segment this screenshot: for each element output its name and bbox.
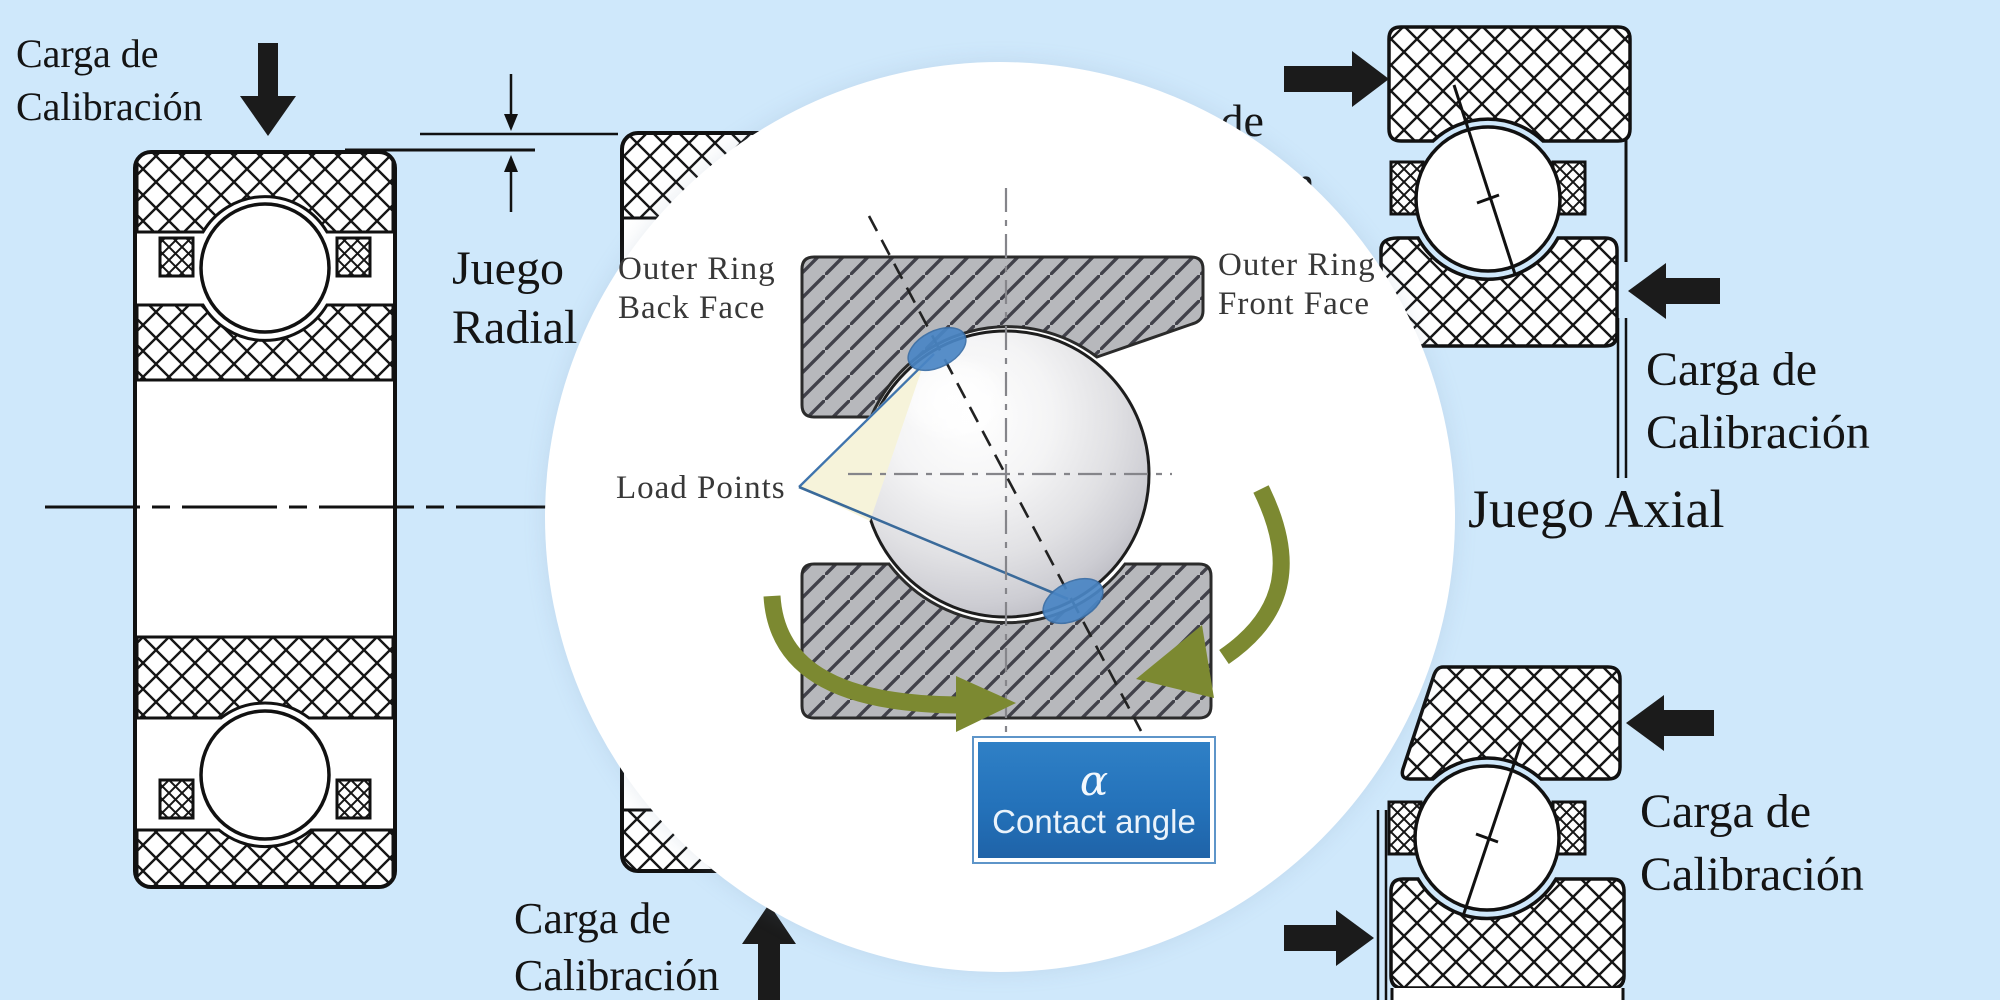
carga-calibracion-bottom-label: Carga de Calibración [514, 894, 720, 1000]
left-bearing-ball-top [199, 202, 331, 334]
top-right-bearing-contact-axis [1452, 84, 1525, 300]
left-bearing-cage-top-left [158, 236, 195, 278]
left-bearing-inner-ring-bottom [135, 635, 395, 720]
contact-angle-callout-box: α Contact angle [974, 738, 1214, 862]
load-arrows [240, 43, 1720, 1000]
top-right-bearing-center-mark [1476, 193, 1500, 205]
bottom-right-shaft [1391, 988, 1624, 1000]
bottom-right-bearing-inner-ring [1389, 877, 1626, 990]
clearance-arrow-down-head [504, 114, 518, 131]
clearance-dimension-arrows-icon [345, 74, 618, 212]
load-arrow-right-icon [1284, 51, 1389, 107]
load-arrow-left-bottom-icon [1626, 695, 1714, 751]
left-bearing-outer-ring-top [135, 152, 395, 234]
left-bearing-ball-bottom [199, 709, 331, 841]
left-bearing-cage-bottom-right [335, 778, 372, 820]
juego-axial-label: Juego Axial [1468, 479, 1725, 539]
carga-calibracion-right-bottom-label: Carga de Calibración [1640, 785, 1864, 902]
left-bearing-cross-section [45, 150, 640, 889]
left-bearing-inner-ring-top [135, 303, 395, 382]
left-bearing-cage-top-right [335, 236, 372, 278]
load-points-label: Load Points [616, 470, 786, 506]
load-arrow-right-bottom-icon [1284, 910, 1374, 966]
left-bearing-outline [133, 150, 397, 889]
contact-angle-symbol: α [1079, 755, 1109, 805]
bottom-right-bearing-cross-section [1376, 665, 1626, 1000]
top-right-bearing-outer-ring [1387, 25, 1632, 143]
contact-angle-label: Contact angle [992, 802, 1196, 840]
bottom-right-bearing-center-mark [1475, 832, 1499, 844]
outer-ring-front-face-label: Outer Ring Front Face [1218, 247, 1376, 322]
top-right-bearing-cross-section [1379, 25, 1632, 478]
load-arrow-up-icon [742, 904, 796, 1000]
juego-radial-label: Juego Radial [452, 242, 578, 354]
carga-calibracion-right-top-label: Carga de Calibración [1646, 343, 1870, 460]
carga-calibracion-top-left-label: Carga de Calibración [16, 31, 203, 129]
load-arrow-left-icon [1628, 263, 1720, 319]
clearance-arrow-up-head [504, 155, 518, 172]
load-arrow-down-icon [240, 43, 296, 136]
left-bearing-cage-bottom-left [158, 778, 195, 820]
bottom-right-bearing-outer-ring [1400, 665, 1622, 781]
outer-ring-back-face-label: Outer Ring Back Face [618, 251, 776, 326]
left-bearing-outer-ring-bottom [135, 828, 395, 887]
